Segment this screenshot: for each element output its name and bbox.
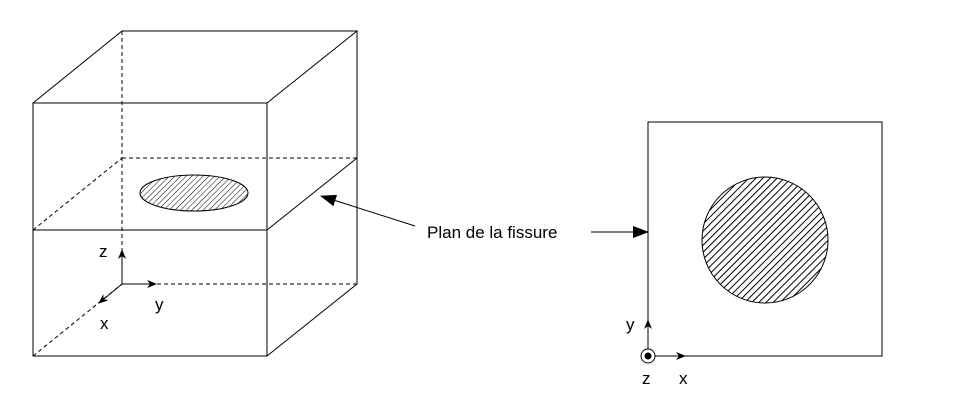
plane-axis-x: x [679,369,688,388]
cube-axis-y: y [155,295,164,314]
plane-axis-y: y [626,315,635,334]
crack-ellipse [139,174,249,212]
cube-axis-x: x [100,314,109,333]
crack-disc [701,176,829,304]
plane-view [647,121,883,357]
crack-plane-label: Plan de la fissure [427,223,557,242]
cube-axis-z: z [99,242,108,261]
cube-axes: z y x [98,242,164,333]
plane-axes: y z x [626,315,688,388]
plane-axis-z: z [642,369,651,388]
arrow-to-cube [320,194,416,227]
crack-plane [32,157,358,231]
